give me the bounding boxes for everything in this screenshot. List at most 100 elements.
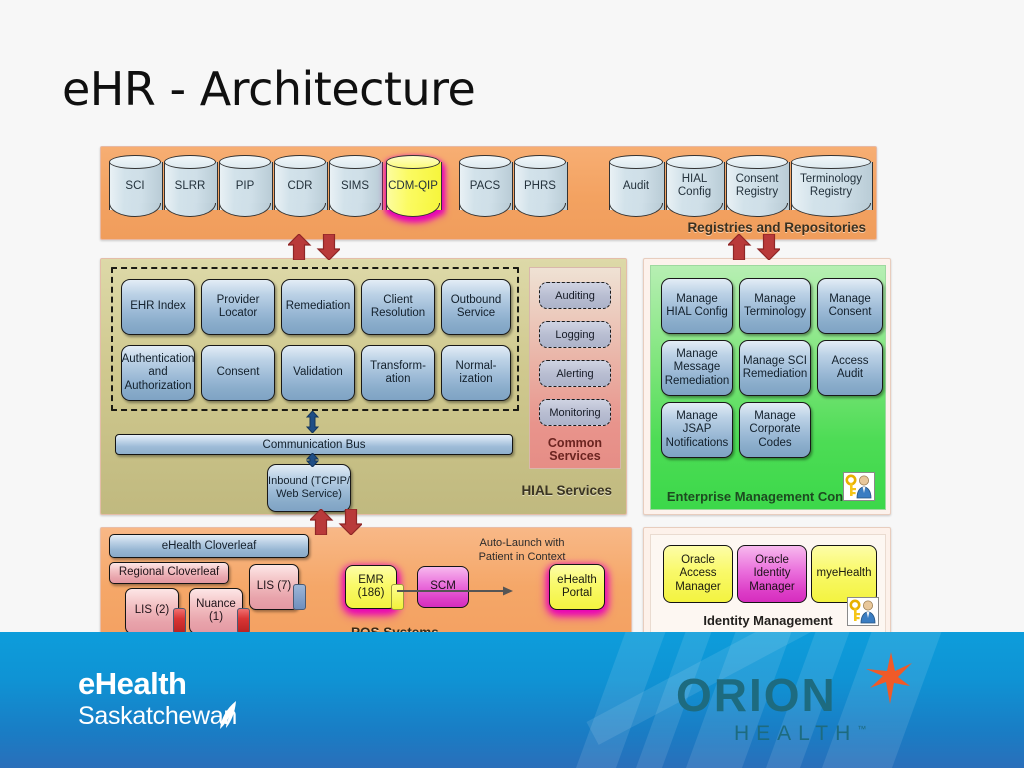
- hial-service-client-resolution[interactable]: Client Resolution: [361, 279, 435, 335]
- hial-service-label: Validation: [293, 366, 343, 379]
- ehealth-logo-line1: eHealth: [78, 666, 187, 701]
- ehealth-cloverleaf-box[interactable]: eHealth Cloverleaf: [109, 534, 309, 558]
- star-icon: [866, 652, 912, 704]
- emc-item-manage-terminology[interactable]: Manage Terminology: [739, 278, 811, 334]
- emc-item-label: Manage HIAL Config: [666, 292, 728, 318]
- emc-item-label: Manage Message Remediation: [664, 348, 730, 387]
- registry-cylinder-hial-config[interactable]: HIAL Config: [666, 155, 725, 217]
- cylinder-body: [609, 162, 665, 210]
- hial-service-label: EHR Index: [130, 300, 186, 313]
- registry-cylinder-pip[interactable]: PIP: [219, 155, 273, 217]
- registry-cylinder-label: PHRS: [524, 179, 556, 192]
- common-service-alerting[interactable]: Alerting: [539, 360, 611, 387]
- common-service-label: Alerting: [556, 367, 594, 380]
- emc-item-manage-consent[interactable]: Manage Consent: [817, 278, 883, 334]
- cylinder-body: [329, 162, 383, 210]
- lis-2-box[interactable]: LIS (2): [125, 588, 179, 634]
- orion-logo-line2: HEALTH™: [734, 722, 867, 745]
- cylinder-top: [459, 155, 511, 169]
- registry-cylinder-label: Consent Registry: [735, 173, 779, 198]
- idm-item-oracle-access-manager[interactable]: Oracle Access Manager: [663, 545, 733, 603]
- orion-logo-line1: ORION: [676, 669, 837, 721]
- inbound-service-label: Inbound (TCPIP/ Web Service): [268, 475, 350, 500]
- communication-bus[interactable]: Communication Bus: [115, 434, 513, 455]
- registry-cylinder-cdm-qip[interactable]: CDM-​QIP: [386, 155, 442, 217]
- registry-cylinder-sci[interactable]: SCI: [109, 155, 163, 217]
- emr-box[interactable]: EMR (186): [345, 565, 397, 609]
- hial-services-panel: Communication Bus Inbound (TCPIP/ Web Se…: [100, 258, 627, 515]
- registry-cylinder-phrs[interactable]: PHRS: [514, 155, 568, 217]
- registry-cylinder-terminology-registry[interactable]: Terminology Registry: [791, 155, 873, 217]
- emc-item-manage-message-remediation[interactable]: Manage Message Remediation: [661, 340, 733, 396]
- cylinder-top: [329, 155, 381, 169]
- emc-item-label: Access Audit: [831, 354, 869, 380]
- cylinder-body: [109, 162, 163, 210]
- emc-item-label: Manage Consent: [828, 292, 872, 318]
- registries-emc-arrows: [728, 234, 780, 260]
- cylinder-top: [164, 155, 216, 169]
- emc-item-label: Manage JSAP Notifications: [665, 410, 729, 449]
- registry-cylinder-label: SIMS: [340, 179, 370, 192]
- pos-systems-panel: eHealth Cloverleaf Regional Cloverleaf L…: [100, 527, 632, 647]
- emc-item-manage-jsap-notifications[interactable]: Manage JSAP Notifications: [661, 402, 733, 458]
- hial-service-label: Authentication and Authorization: [121, 353, 195, 392]
- registry-cylinder-consent-registry[interactable]: Consent Registry: [726, 155, 790, 217]
- registry-cylinder-label: PACS: [469, 179, 501, 192]
- hial-service-normal-ization[interactable]: Normal-ization: [441, 345, 511, 401]
- idm-item-label: myeHealth: [816, 567, 872, 580]
- trademark-symbol: ™: [857, 724, 867, 734]
- inbound-service-box[interactable]: Inbound (TCPIP/ Web Service): [267, 464, 351, 512]
- orion-health-logo: ORION HEALTH™: [676, 672, 866, 744]
- common-service-monitoring[interactable]: Monitoring: [539, 399, 611, 426]
- ehealth-logo-line2: Saskatchewan: [78, 702, 237, 730]
- emc-item-label: Manage SCI Remediation: [742, 354, 808, 380]
- footer-banner: [0, 632, 1024, 768]
- cylinder-top: [609, 155, 663, 169]
- idm-key-person-icon: [847, 597, 879, 626]
- nuance-1-box[interactable]: Nuance (1): [189, 588, 243, 634]
- hial-service-provider-locator[interactable]: Provider Locator: [201, 279, 275, 335]
- nuance-1-db-icon: [237, 608, 250, 634]
- registry-cylinder-audit[interactable]: Audit: [609, 155, 665, 217]
- hial-service-outbound-service[interactable]: Outbound Service: [441, 279, 511, 335]
- cylinder-top: [386, 155, 440, 169]
- hial-pos-arrows: [310, 509, 362, 535]
- common-service-logging[interactable]: Logging: [539, 321, 611, 348]
- registry-cylinder-sims[interactable]: SIMS: [329, 155, 383, 217]
- regional-cloverleaf-box[interactable]: Regional Cloverleaf: [109, 562, 229, 584]
- identity-management-label: Identity Management: [703, 613, 833, 628]
- hial-service-validation[interactable]: Validation: [281, 345, 355, 401]
- common-service-label: Logging: [555, 328, 595, 341]
- emc-item-access-audit[interactable]: Access Audit: [817, 340, 883, 396]
- hial-service-ehr-index[interactable]: EHR Index: [121, 279, 195, 335]
- hial-core-services-group: [111, 267, 519, 411]
- emc-item-manage-hial-config[interactable]: Manage HIAL Config: [661, 278, 733, 334]
- cylinder-body: [164, 162, 218, 210]
- hial-service-consent[interactable]: Consent: [201, 345, 275, 401]
- emc-item-label: Manage Terminology: [744, 292, 806, 318]
- emc-item-manage-corporate-codes[interactable]: Manage Corporate Codes: [739, 402, 811, 458]
- emc-item-label: Manage Corporate Codes: [749, 410, 801, 449]
- common-service-label: Auditing: [555, 289, 595, 302]
- auto-launch-arrow-icon: [397, 586, 513, 596]
- ehealth-portal-box[interactable]: eHealth Portal: [549, 564, 605, 610]
- registries-hial-arrows: [288, 234, 340, 260]
- hial-service-authentication-and-authorization[interactable]: Authentication and Authorization: [121, 345, 195, 401]
- idm-item-myehealth[interactable]: myeHealth: [811, 545, 877, 603]
- cylinder-top: [791, 155, 871, 169]
- idm-item-oracle-identity-manager[interactable]: Oracle Identity Manager: [737, 545, 807, 603]
- emc-label: Enterprise Management Console: [666, 489, 870, 504]
- emc-item-manage-sci-remediation[interactable]: Manage SCI Remediation: [739, 340, 811, 396]
- hial-service-transform-ation[interactable]: Transform-ation: [361, 345, 435, 401]
- common-service-auditing[interactable]: Auditing: [539, 282, 611, 309]
- lis-7-box[interactable]: LIS (7): [249, 564, 299, 610]
- registry-cylinder-pacs[interactable]: PACS: [459, 155, 513, 217]
- registry-cylinder-slrr[interactable]: SLRR: [164, 155, 218, 217]
- hial-service-remediation[interactable]: Remediation: [281, 279, 355, 335]
- scm-box[interactable]: SCM: [417, 566, 469, 608]
- registry-cylinder-cdr[interactable]: CDR: [274, 155, 328, 217]
- common-service-label: Monitoring: [549, 406, 601, 419]
- scm-label: SCM: [430, 580, 456, 593]
- identity-management-panel: Identity Management Oracle Access Manage…: [643, 527, 891, 639]
- cylinder-top: [109, 155, 161, 169]
